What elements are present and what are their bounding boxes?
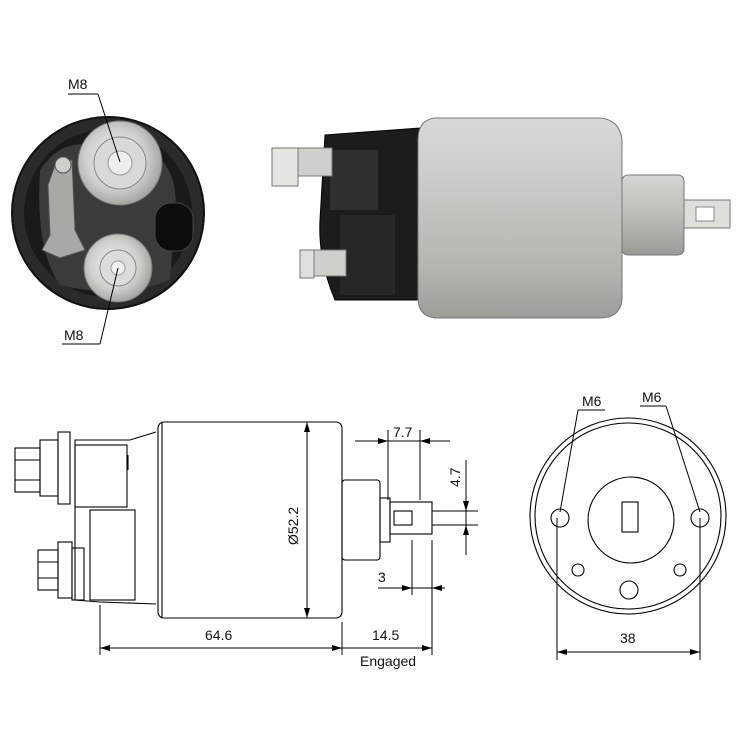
dim-length-label: 64.6	[205, 627, 232, 643]
dimension-lines-side	[99, 422, 478, 655]
thread-label-right: M6	[642, 389, 662, 405]
leader-line	[99, 267, 119, 345]
dim-stroke-label: 14.5	[372, 627, 399, 643]
thread-label-top: M8	[68, 76, 88, 92]
dim-spacing-label: 38	[620, 630, 636, 646]
side-view-drawing	[14, 421, 433, 619]
dim-stroke-note: Engaged	[360, 653, 416, 669]
dim-tab-height-label: 4.7	[447, 467, 463, 487]
dim-diameter-label: Ø52.2	[285, 507, 301, 545]
end-view-drawing	[529, 417, 727, 615]
thread-label-left: M6	[582, 393, 602, 409]
dimension-lines-end	[556, 405, 701, 660]
front-view-photo	[11, 116, 205, 310]
dim-tab-offset-label: 3	[378, 569, 386, 585]
thread-label-bottom: M8	[64, 327, 84, 343]
leader-line	[97, 93, 121, 163]
dim-tab-width-label: 7.7	[393, 424, 413, 440]
side-view-photo	[271, 117, 731, 319]
